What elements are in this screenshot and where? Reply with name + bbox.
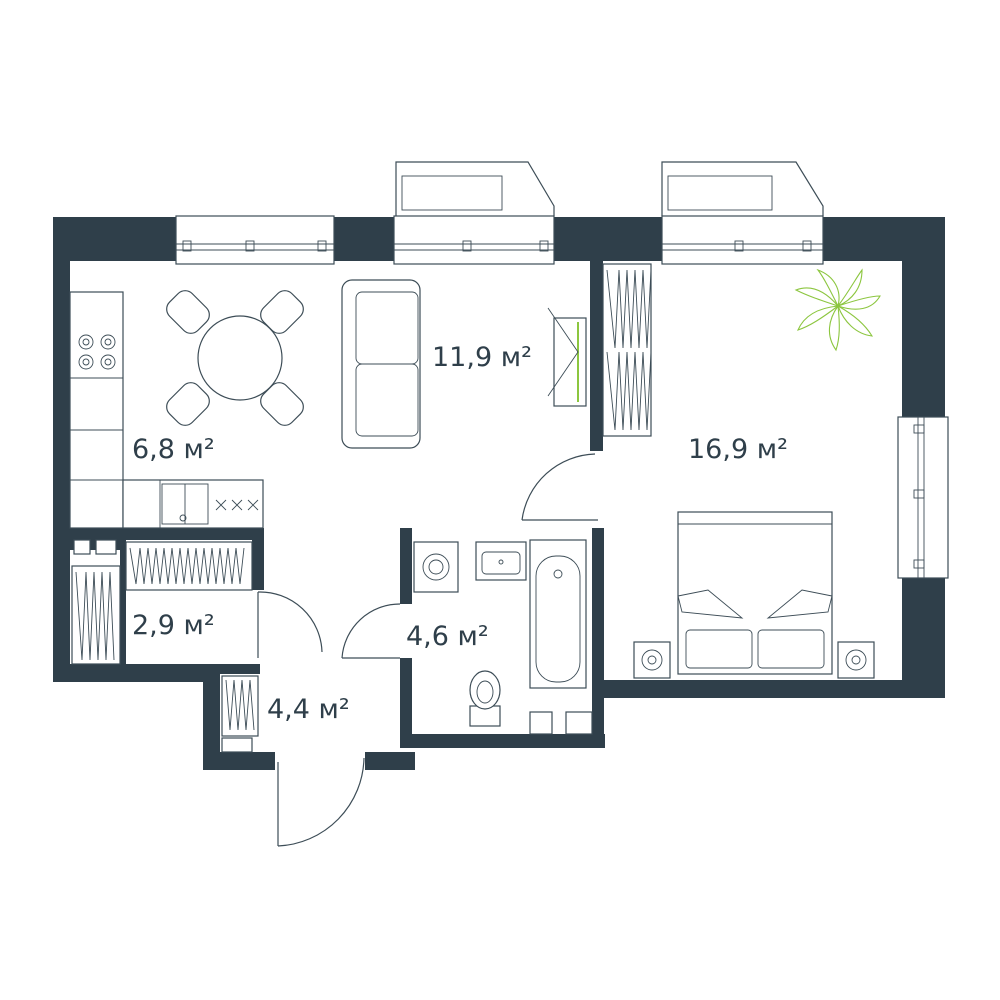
window-icon — [175, 215, 335, 265]
stove-icon — [78, 334, 116, 370]
room-area-kitchen: 6,8 м² — [132, 434, 215, 465]
room-area-living: 11,9 м² — [432, 342, 532, 373]
balcony-icon — [661, 161, 824, 216]
kitchen-counter — [69, 291, 264, 529]
chair-icon — [166, 382, 210, 426]
washing-machine-icon — [413, 541, 459, 593]
wardrobe-icon — [71, 565, 121, 665]
bed-icon — [677, 511, 833, 675]
plant-icon — [794, 268, 881, 352]
door-icon — [521, 453, 598, 521]
window-icon — [393, 215, 555, 265]
wardrobe-icon — [221, 675, 259, 737]
door-icon — [277, 757, 365, 847]
toilet-icon — [469, 670, 501, 727]
shaft — [73, 539, 253, 753]
wardrobe-icon — [125, 541, 253, 591]
chair-icon — [166, 290, 210, 334]
nightstand-icon — [633, 641, 671, 679]
room-area-storage: 2,9 м² — [132, 610, 215, 641]
room-area-bedroom: 16,9 м² — [688, 434, 788, 465]
window-icon — [897, 416, 949, 579]
bathtub-icon — [529, 539, 587, 689]
chair-icon — [260, 290, 304, 334]
washbasin-icon — [475, 541, 527, 581]
walls — [53, 217, 945, 770]
dining-table-icon — [197, 315, 283, 401]
sofa-icon — [341, 279, 421, 449]
tv-icon — [547, 307, 587, 407]
shaft — [529, 711, 593, 735]
chair-icon — [260, 382, 304, 426]
room-area-bathroom: 4,6 м² — [406, 621, 489, 652]
room-area-hallway: 4,4 м² — [267, 694, 350, 725]
door-icon — [257, 591, 323, 658]
sink-icon — [161, 483, 259, 525]
balcony-icon — [395, 161, 555, 216]
nightstand-icon — [837, 641, 875, 679]
wardrobe-icon — [602, 263, 652, 437]
window-icon — [661, 215, 824, 265]
door-icon — [341, 603, 401, 659]
